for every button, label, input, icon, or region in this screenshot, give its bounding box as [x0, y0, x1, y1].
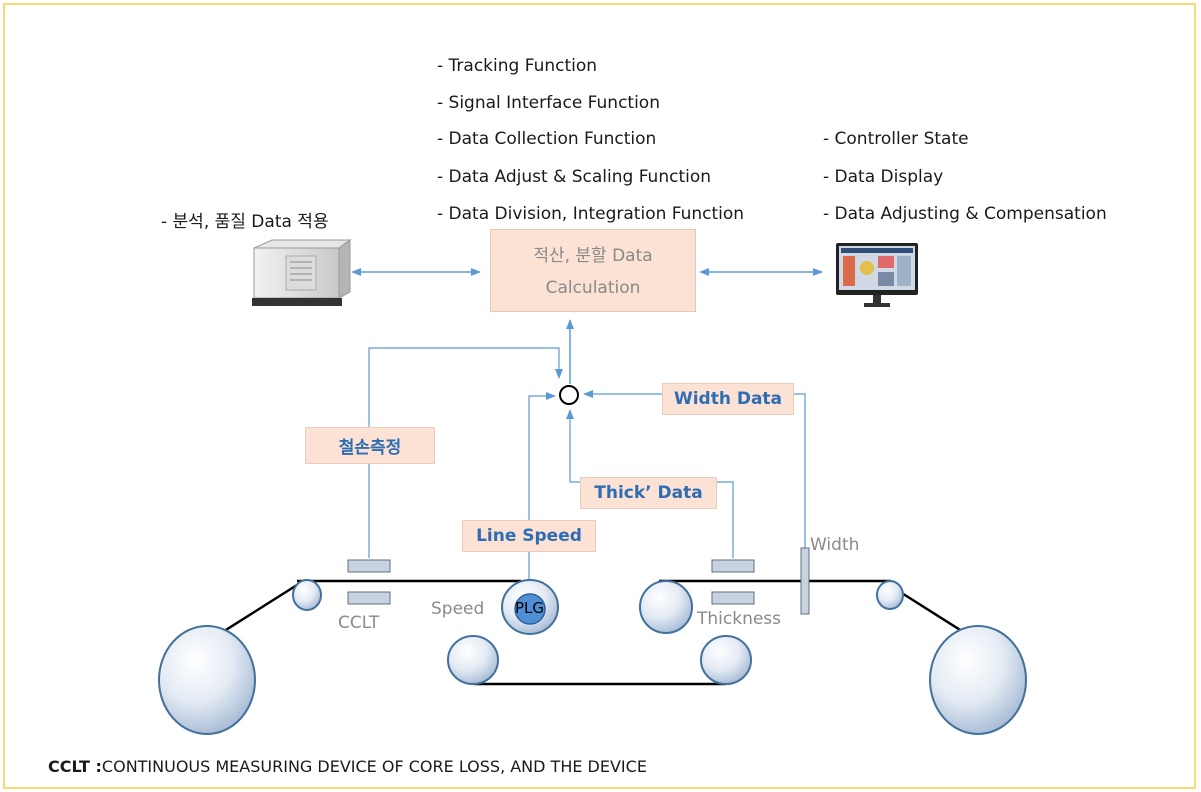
roll-lower-left	[447, 635, 499, 685]
roll-speed	[501, 579, 559, 635]
cclt-sensor-bottom	[347, 591, 391, 605]
core-loss-label: 철손측정	[305, 427, 435, 464]
speed-label: Speed	[431, 599, 485, 619]
width-data-label: Width Data	[662, 383, 794, 415]
footnote-term: CCLT :	[48, 757, 102, 776]
function-item: - Data Division, Integration Function	[437, 204, 745, 224]
thickness-sensor-bottom	[711, 591, 755, 605]
monitor-icon	[836, 243, 918, 307]
display-function-item: - Controller State	[823, 129, 969, 149]
cclt-label: CCLT	[338, 613, 380, 633]
thickness-sensor-top	[711, 559, 755, 573]
width-sensor	[800, 547, 810, 615]
plg-sensor-icon	[514, 593, 546, 625]
display-function-item: - Data Adjusting & Compensation	[823, 204, 1107, 224]
cclt-sensor-top	[347, 559, 391, 573]
strip-path	[209, 579, 977, 686]
summing-node	[559, 385, 579, 405]
footnote-text: CONTINUOUS MEASURING DEVICE OF CORE LOSS…	[101, 757, 647, 776]
roll-guide-right	[876, 580, 904, 610]
roll-takeup-right	[929, 625, 1027, 735]
calculation-box: 적산, 분할 Data Calculation	[490, 229, 696, 312]
thick-data-label: Thick’ Data	[580, 477, 717, 509]
function-item: - Signal Interface Function	[437, 93, 660, 113]
line-speed-path	[528, 392, 556, 584]
function-item: - Tracking Function	[437, 56, 598, 76]
function-item: - Data Adjust & Scaling Function	[437, 167, 712, 187]
line-speed-label: Line Speed	[462, 520, 596, 552]
calculation-line-2: Calculation	[545, 277, 641, 298]
roll-payoff-left	[158, 625, 256, 735]
calculation-line-1: 적산, 분할 Data	[533, 245, 653, 266]
thickness-label: Thickness	[697, 609, 782, 629]
roll-lower-right	[700, 635, 752, 685]
server-icon	[252, 239, 352, 306]
roll-guide-left	[292, 579, 322, 611]
plg-label: PLG	[515, 599, 545, 617]
footnote: CCLT :CONTINUOUS MEASURING DEVICE OF COR…	[48, 757, 647, 776]
roll-thickness	[639, 580, 693, 634]
width-label: Width	[810, 535, 860, 555]
function-item: - Data Collection Function	[437, 129, 657, 149]
display-function-item: - Data Display	[823, 167, 944, 187]
width-data-path	[583, 390, 806, 548]
analysis-note: - 분석, 품질 Data 적용	[161, 212, 329, 232]
